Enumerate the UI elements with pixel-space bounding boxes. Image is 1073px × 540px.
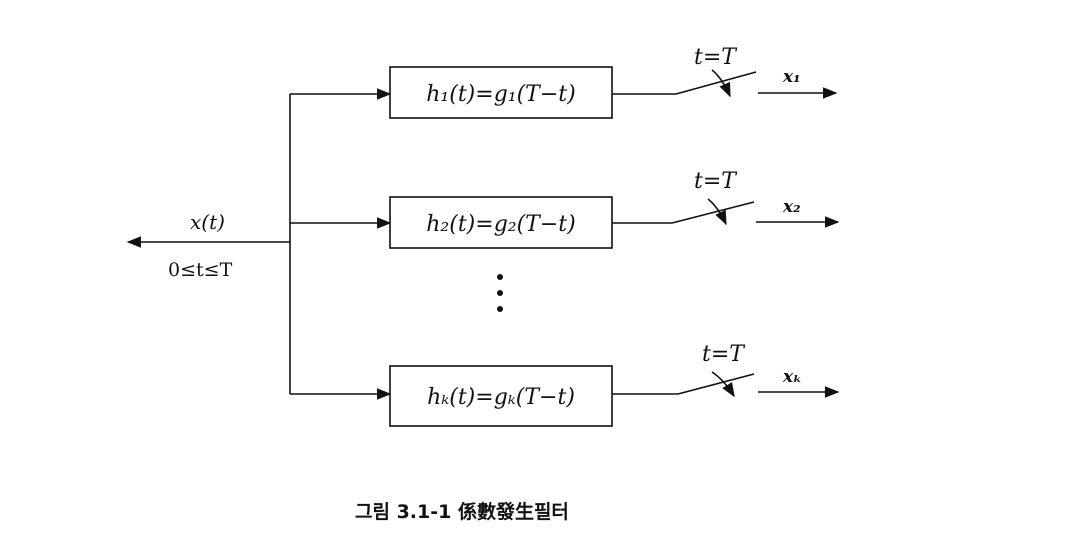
switch-label-2: t=T <box>694 169 738 194</box>
filter-box-2 <box>389 196 613 249</box>
filter-label-2: h₂(t)=g₂(T−t) <box>426 212 575 237</box>
filter-label-1: h₁(t)=g₁(T−t) <box>426 82 575 107</box>
switch-arm-k <box>677 373 755 395</box>
ellipsis-dot <box>497 290 503 296</box>
input-signal-label: x(t) <box>190 210 225 234</box>
input-range-label: 0≤t≤T <box>168 259 233 281</box>
branch-1: h₁(t)=g₁(T−t) t=T x₁ <box>290 45 838 119</box>
switch-arc-2 <box>707 198 727 226</box>
figure-caption: 그림 3.1-1 係數發生필터 <box>355 500 569 523</box>
filter-box-1 <box>389 66 613 119</box>
vertical-ellipsis <box>497 274 503 312</box>
switch-arc-k <box>711 371 735 398</box>
ellipsis-dot <box>497 274 503 280</box>
switch-arm-2 <box>671 201 755 224</box>
branch-k: hₖ(t)=gₖ(T−t) t=T xₖ <box>290 342 840 427</box>
switch-arc-1 <box>711 69 731 98</box>
filter-label-k: hₖ(t)=gₖ(T−t) <box>427 385 575 410</box>
output-label-1: x₁ <box>782 67 801 87</box>
branch-2: h₂(t)=g₂(T−t) t=T x₂ <box>290 169 840 249</box>
output-label-2: x₂ <box>782 197 801 217</box>
switch-label-k: t=T <box>702 342 746 367</box>
output-label-k: xₖ <box>782 367 802 387</box>
switch-label-1: t=T <box>694 45 738 70</box>
filter-box-k <box>389 365 613 427</box>
ellipsis-dot <box>497 306 503 312</box>
switch-arm-1 <box>675 71 757 95</box>
